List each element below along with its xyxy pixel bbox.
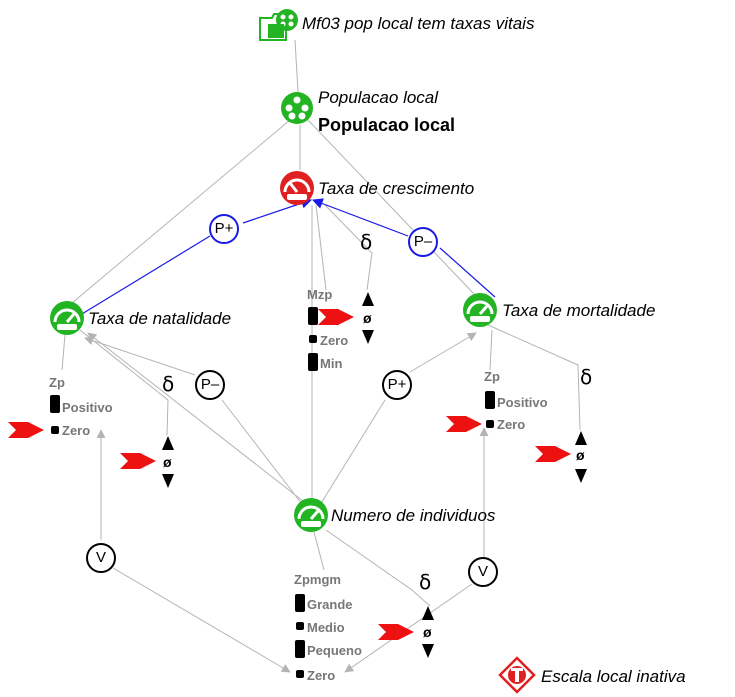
- link-number-qs: [313, 531, 325, 571]
- link-pminus-birth: [84, 336, 196, 376]
- value-marker-birth: [8, 422, 44, 438]
- scenario-folder-icon: [259, 9, 298, 41]
- death-delta: δ: [580, 365, 593, 389]
- link-birth-pplus: [71, 235, 211, 321]
- number-qs-box-2: [296, 622, 304, 630]
- v-correspondence-left: V: [86, 543, 116, 573]
- entity-icon: [281, 92, 313, 124]
- assumption-label: Escala local inativa: [541, 667, 686, 686]
- link-death-delta: [487, 324, 581, 431]
- derivative-marker-birth: [120, 453, 156, 469]
- link-birth-qs: [61, 334, 66, 371]
- number-qs-value-3: Pequeno: [307, 643, 362, 658]
- link-v-right-down: [344, 583, 473, 673]
- birth-qs-box-2: [51, 426, 59, 434]
- pplus-number-death: P+: [382, 370, 412, 400]
- growth-label: Taxa de crescimento: [318, 179, 475, 198]
- growth-qs-value-2: Zero: [320, 333, 349, 348]
- birth-qs-name: Zp: [49, 375, 65, 390]
- pminus-death-growth: P–: [408, 227, 438, 257]
- link-number-pplus: [319, 399, 386, 506]
- derivative-death: [575, 431, 587, 483]
- link-growth-delta: [324, 204, 373, 291]
- link-v-left-down: [112, 567, 291, 673]
- number-delta: δ: [419, 570, 432, 594]
- number-steady: ø: [423, 624, 432, 640]
- link-number-birth: [87, 332, 309, 506]
- link-number-delta: [325, 529, 431, 607]
- number-qs-value-2: Medio: [307, 620, 345, 635]
- link-growth-qs: [315, 204, 327, 291]
- link-scenario-entity: [294, 39, 299, 93]
- birth-qs-box-1: [50, 395, 60, 413]
- number-label: Numero de individuos: [331, 506, 496, 525]
- v-correspondence-right: V: [468, 557, 498, 587]
- growth-qs-value-3: Min: [320, 356, 343, 371]
- number-qs-box-1: [295, 594, 305, 612]
- number-qs-box-3: [295, 640, 305, 658]
- number-qs-value-1: Grande: [307, 597, 353, 612]
- value-marker-number: [378, 624, 414, 640]
- birth-qs-value-1: Positivo: [62, 400, 113, 415]
- number-qs-box-4: [296, 670, 304, 678]
- death-qs-box-1: [485, 391, 495, 409]
- pplus-birth-growth: P+: [209, 214, 239, 244]
- death-qs-name: Zp: [484, 369, 500, 384]
- link-number-pminus: [221, 399, 306, 509]
- growth-gauge-icon: [280, 171, 314, 205]
- link-death-pminus: [439, 247, 496, 298]
- pminus-number-birth: P–: [195, 370, 225, 400]
- link-death-qs: [489, 329, 493, 371]
- number-qs-value-4: Zero: [307, 668, 336, 683]
- birth-gauge-icon: [50, 301, 84, 335]
- link-pplus-death: [409, 332, 477, 373]
- birth-label: Taxa de natalidade: [88, 309, 232, 328]
- growth-qs-box-3: [308, 353, 318, 371]
- entity-italic-label: Populacao local: [318, 88, 439, 107]
- death-gauge-icon: [463, 293, 497, 327]
- birth-qs-value-2: Zero: [62, 423, 91, 438]
- value-marker-death: [446, 416, 482, 432]
- death-qs-value-2: Zero: [497, 417, 526, 432]
- birth-steady: ø: [163, 454, 172, 470]
- death-steady: ø: [576, 447, 585, 463]
- death-qs-box-2: [486, 420, 494, 428]
- growth-qs-box-1: [308, 307, 318, 325]
- growth-steady: ø: [363, 310, 372, 326]
- assumption-icon: [498, 656, 536, 694]
- growth-qs-name: Mzp: [307, 287, 333, 302]
- link-entity-birth: [71, 119, 291, 304]
- link-entity-death: [307, 119, 476, 296]
- link-birth-delta: [79, 329, 169, 436]
- number-qs-name: Zpmgm: [294, 572, 341, 587]
- growth-qs-box-2: [309, 335, 317, 343]
- entity-bold-label: Populacao local: [318, 115, 456, 135]
- scenario-title: Mf03 pop local tem taxas vitais: [302, 14, 535, 33]
- number-gauge-icon: [294, 498, 328, 532]
- value-marker-growth: [318, 309, 354, 325]
- derivative-marker-death: [535, 446, 571, 462]
- link-pminus-growth: [311, 198, 409, 237]
- derivative-number: [422, 606, 434, 658]
- growth-delta: δ: [360, 230, 373, 254]
- death-label: Taxa de mortalidade: [502, 301, 656, 320]
- death-qs-value-1: Positivo: [497, 395, 548, 410]
- derivative-birth: [162, 436, 174, 488]
- birth-delta: δ: [162, 372, 175, 396]
- derivative-growth: [362, 292, 374, 344]
